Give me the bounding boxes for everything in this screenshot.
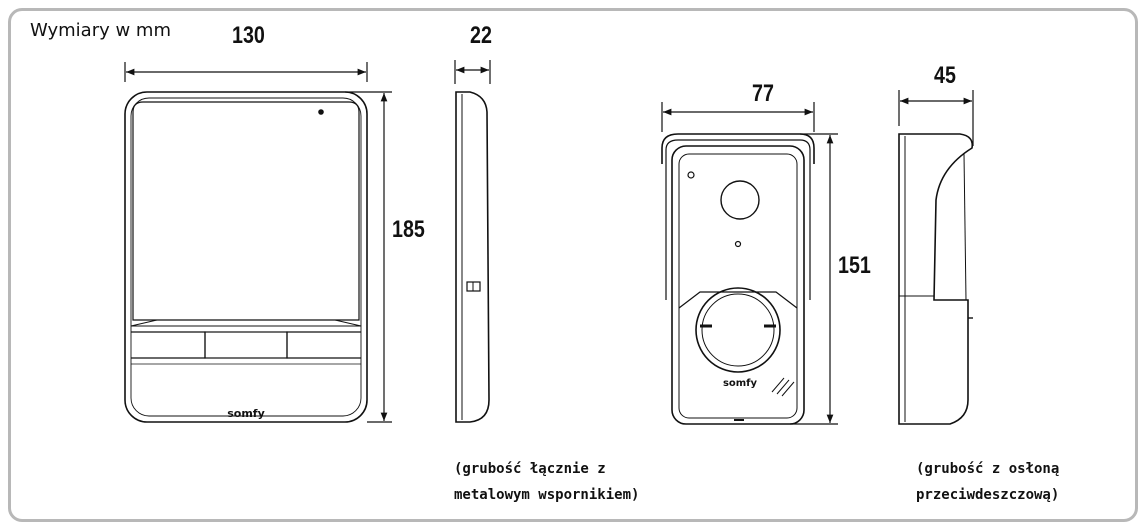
doorbell-depth-note-line2: przeciwdeszczową) — [916, 487, 1060, 503]
monitor-height-dimension — [345, 91, 392, 423]
doorbell-call-button — [695, 287, 781, 373]
diagram-frame — [8, 8, 1138, 522]
monitor-screen — [132, 101, 360, 321]
monitor-logo: somfy — [227, 407, 265, 420]
doorbell-width-dimension — [661, 102, 815, 132]
doorbell-depth-label: 45 — [934, 62, 956, 89]
monitor-depth-note: (grubość łącznie z metalowym wspornikiem… — [454, 456, 639, 508]
monitor-depth-note-line2: metalowym wspornikiem) — [454, 487, 640, 503]
monitor-width-dimension — [124, 62, 368, 82]
doorbell-body — [671, 145, 805, 425]
doorbell-depth-note-line1: (grubość z osłoną — [916, 461, 1060, 477]
doorbell-speaker-grille — [771, 377, 795, 397]
doorbell-rain-hood — [661, 133, 815, 164]
monitor-side-outline — [455, 91, 490, 423]
doorbell-width-label: 77 — [752, 80, 774, 107]
doorbell-camera-icon — [720, 180, 760, 220]
diagram-title: Wymiary w mm — [30, 20, 171, 41]
monitor-side-view — [455, 91, 490, 423]
doorbell-depth-dimension — [898, 90, 974, 146]
monitor-button-left — [131, 331, 206, 359]
doorbell-height-dimension — [790, 133, 838, 425]
doorbell-side-view — [898, 133, 974, 425]
monitor-front-view — [124, 91, 368, 423]
monitor-width-label: 130 — [232, 22, 265, 49]
monitor-depth-note-line1: (grubość łącznie z — [454, 461, 606, 477]
monitor-camera-icon — [318, 109, 324, 115]
monitor-button-center — [204, 331, 288, 359]
doorbell-led-icon — [734, 240, 742, 248]
monitor-inner-bezel — [130, 97, 362, 417]
monitor-outer-body — [124, 91, 368, 423]
monitor-button-right — [286, 331, 361, 359]
doorbell-front-view — [661, 133, 815, 425]
doorbell-sensor-icon — [687, 171, 695, 179]
monitor-depth-label: 22 — [470, 22, 492, 49]
doorbell-height-label: 151 — [838, 252, 871, 279]
doorbell-side-outline — [898, 133, 974, 425]
doorbell-depth-note: (grubość z osłoną przeciwdeszczową) — [916, 456, 1059, 508]
monitor-depth-dimension — [454, 60, 491, 84]
doorbell-logo: somfy — [723, 378, 758, 389]
monitor-height-label: 185 — [392, 216, 425, 243]
